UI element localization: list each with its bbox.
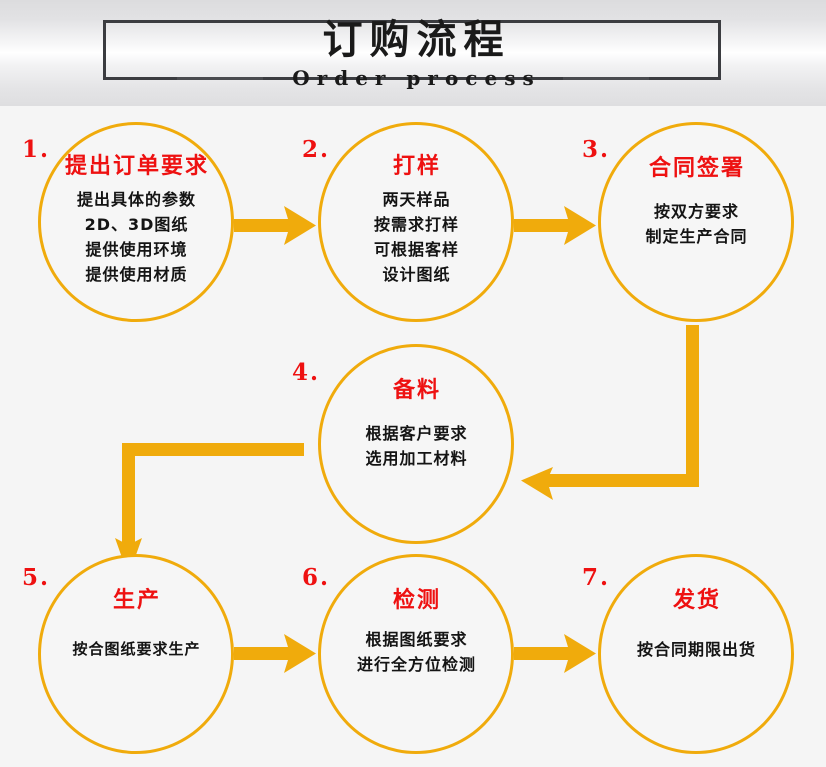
step-lines-3: 按双方要求 制定生产合同 — [644, 199, 747, 249]
step-lines-5: 按合图纸要求生产 — [71, 637, 200, 662]
step-line: 2D、3D图纸 — [84, 215, 189, 235]
arrow-step1-to-step2 — [234, 206, 316, 245]
step-number-7: 7. — [582, 564, 611, 591]
step-number-3: 3. — [582, 136, 611, 163]
flow-canvas: 1. 提出订单要求 提出具体的参数 2D、3D图纸 提供使用环境 提供使用材质 … — [0, 106, 826, 767]
subtitle-row: Order process — [0, 66, 826, 90]
step-node-3[interactable]: 合同签署 按双方要求 制定生产合同 — [598, 122, 794, 322]
step-line: 提供使用环境 — [85, 240, 188, 260]
header-frame — [103, 20, 721, 80]
step-node-2[interactable]: 打样 两天样品 按需求打样 可根据客样 设计图纸 — [318, 122, 514, 322]
page-title: 订购流程 — [322, 17, 511, 63]
step-lines-4: 根据客户要求 选用加工材料 — [364, 421, 467, 471]
step-lines-6: 根据图纸要求 进行全方位检测 — [356, 627, 476, 677]
step-node-6[interactable]: 检测 根据图纸要求 进行全方位检测 — [318, 554, 514, 754]
step-title-5: 生产 — [112, 588, 161, 613]
step-lines-1: 提出具体的参数 2D、3D图纸 提供使用环境 提供使用材质 — [76, 187, 196, 287]
arrow-step2-to-step3 — [514, 206, 596, 245]
step-line: 根据图纸要求 — [365, 630, 468, 650]
step-number-2: 2. — [302, 136, 331, 163]
step-line: 按合同期限出货 — [636, 640, 756, 660]
page-subtitle: Order process — [292, 66, 541, 90]
step-number-5: 5. — [22, 564, 51, 591]
step-title-1: 提出订单要求 — [64, 154, 209, 179]
step-line: 按合图纸要求生产 — [72, 640, 201, 659]
arrow-step3-to-step4 — [521, 325, 699, 500]
step-title-6: 检测 — [392, 588, 441, 613]
step-node-7[interactable]: 发货 按合同期限出货 — [598, 554, 794, 754]
step-line: 可根据客样 — [373, 240, 459, 260]
step-node-4[interactable]: 备料 根据客户要求 选用加工材料 — [318, 344, 514, 544]
step-line: 选用加工材料 — [365, 449, 468, 469]
step-title-7: 发货 — [672, 588, 721, 613]
step-title-3: 合同签署 — [648, 156, 745, 181]
step-line: 设计图纸 — [382, 265, 451, 285]
step-node-5[interactable]: 生产 按合图纸要求生产 — [38, 554, 234, 754]
connector-layer — [115, 206, 699, 673]
arrow-step4-to-step5 — [115, 443, 304, 576]
step-line: 按双方要求 — [653, 202, 739, 222]
header-band: 订购流程 Order process — [0, 0, 826, 106]
step-title-2: 打样 — [392, 154, 441, 179]
step-number-6: 6. — [302, 564, 331, 591]
arrow-step5-to-step6 — [234, 634, 316, 673]
step-lines-7: 按合同期限出货 — [636, 637, 756, 662]
step-line: 提供使用材质 — [85, 265, 188, 285]
step-number-1: 1. — [22, 136, 51, 163]
subtitle-rule-right — [562, 76, 649, 80]
step-line: 两天样品 — [382, 190, 451, 210]
step-number-4: 4. — [292, 359, 321, 386]
step-line: 提出具体的参数 — [76, 190, 196, 210]
step-line: 按需求打样 — [373, 215, 459, 235]
step-lines-2: 两天样品 按需求打样 可根据客样 设计图纸 — [373, 187, 459, 287]
arrow-step6-to-step7 — [514, 634, 596, 673]
step-node-1[interactable]: 提出订单要求 提出具体的参数 2D、3D图纸 提供使用环境 提供使用材质 — [38, 122, 234, 322]
subtitle-rule-left — [177, 76, 264, 80]
step-line: 进行全方位检测 — [356, 655, 476, 675]
step-line: 根据客户要求 — [365, 424, 468, 444]
step-line: 制定生产合同 — [645, 227, 748, 247]
step-title-4: 备料 — [392, 378, 441, 403]
